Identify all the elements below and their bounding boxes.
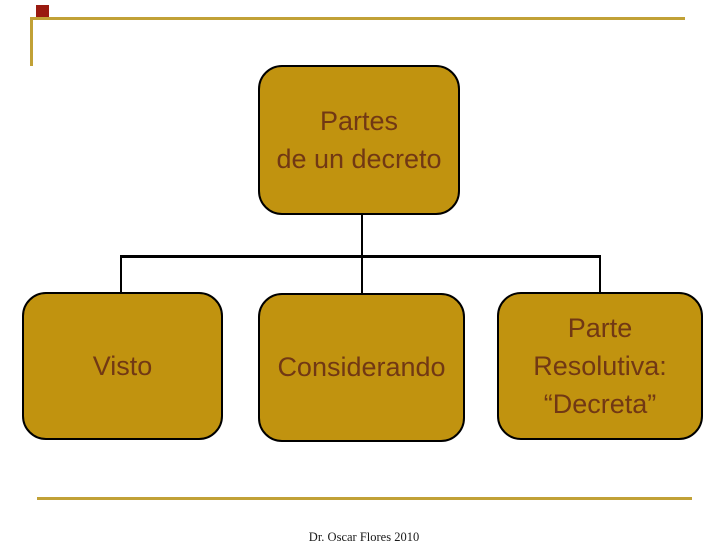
connector-trunk xyxy=(360,214,364,294)
node-visto-label: Visto xyxy=(92,350,153,381)
connector-drop-left xyxy=(119,255,123,293)
accent-line-top xyxy=(31,17,685,20)
node-resolutiva-line-2: Resolutiva: xyxy=(533,350,667,381)
node-visto[interactable]: Visto xyxy=(22,292,223,440)
node-root-line-2: de un decreto xyxy=(276,144,442,174)
node-considerando-label: Considerando xyxy=(277,352,446,383)
node-root-line-1: Partes xyxy=(319,105,399,136)
accent-line-left xyxy=(30,17,33,66)
node-resolutiva-line-3: “Decreta” xyxy=(543,389,657,420)
node-partes-de-un-decreto[interactable]: Partes de un decreto xyxy=(258,65,460,215)
footer-credit: Dr. Oscar Flores 2010 xyxy=(308,530,420,544)
connector-crossbar xyxy=(119,255,602,258)
node-resolutiva-line-1: Parte xyxy=(567,312,633,343)
accent-line-bottom xyxy=(37,497,692,500)
node-parte-resolutiva[interactable]: Parte Resolutiva: “Decreta” xyxy=(497,292,703,440)
node-considerando[interactable]: Considerando xyxy=(258,293,465,442)
connector-drop-right xyxy=(598,255,602,293)
corner-accent-square xyxy=(36,5,49,18)
